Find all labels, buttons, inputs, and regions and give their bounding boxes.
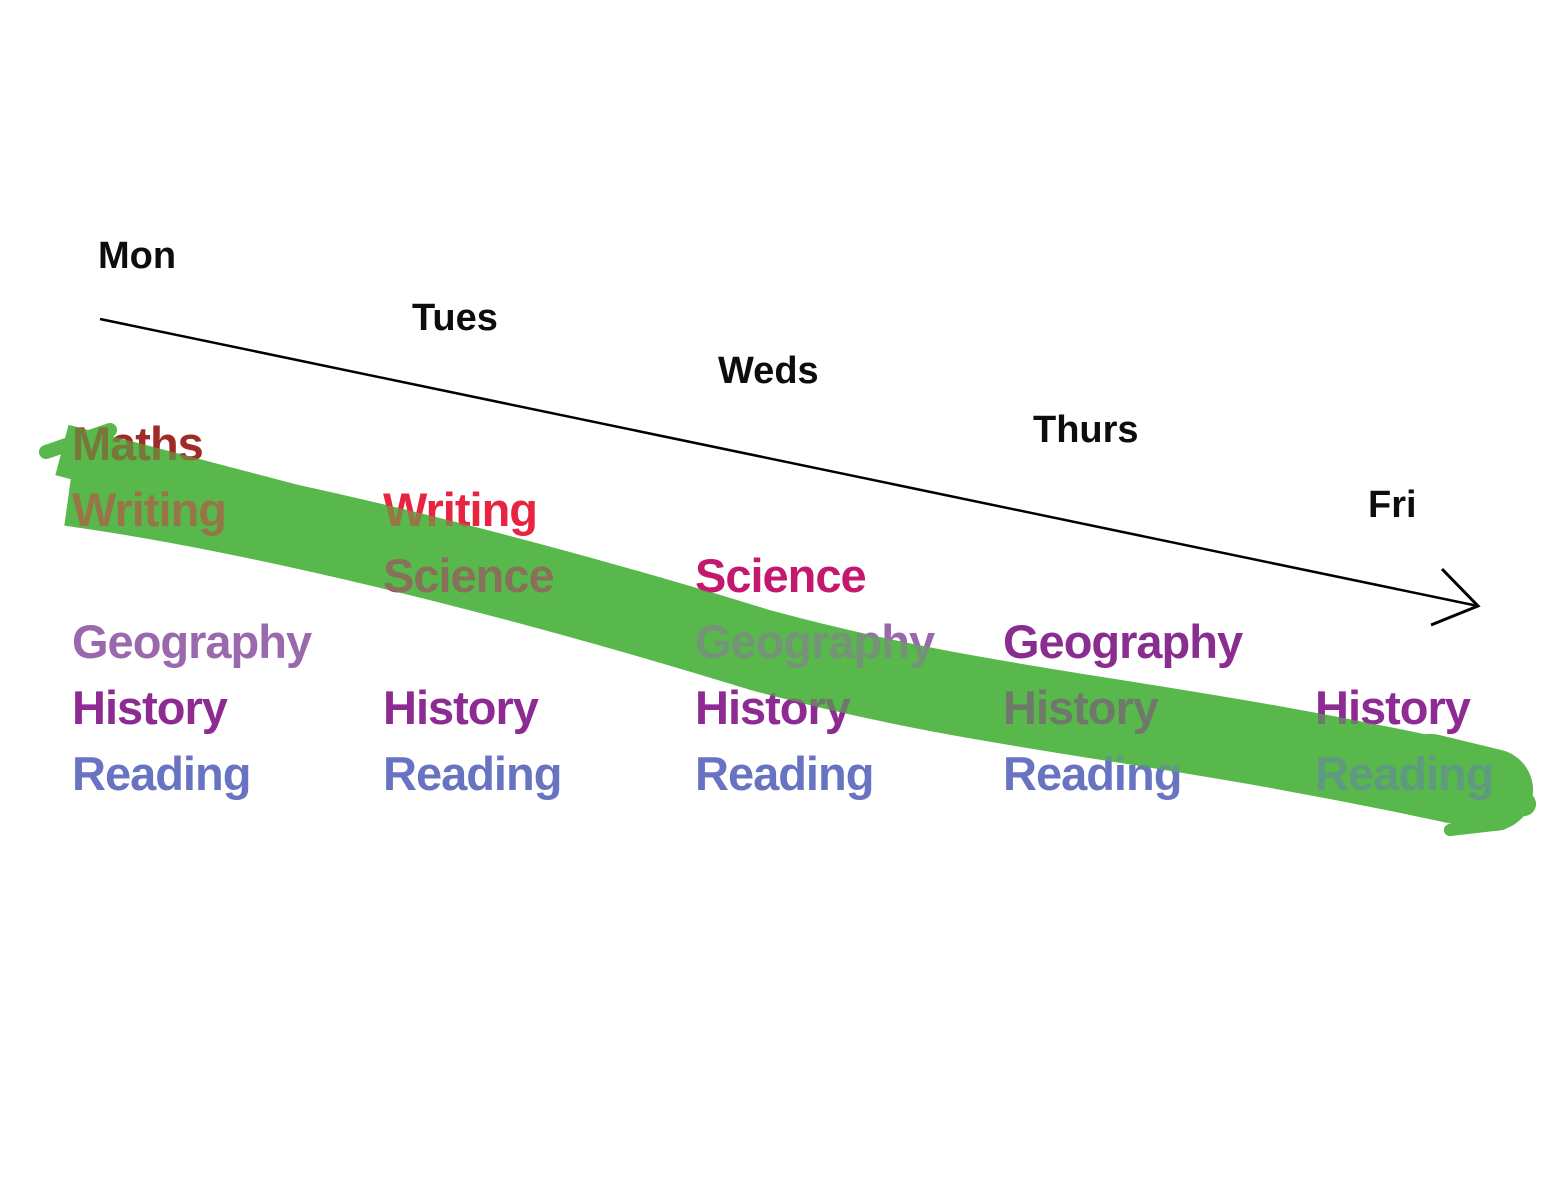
subject-geography-thurs: Geography bbox=[1003, 615, 1243, 668]
day-label-thurs: Thurs bbox=[1033, 409, 1139, 451]
subject-science-tues: Science bbox=[383, 549, 555, 602]
subject-geography-weds: Geography bbox=[695, 615, 935, 668]
subject-reading-weds: Reading bbox=[695, 747, 874, 800]
day-label-fri: Fri bbox=[1368, 484, 1417, 526]
subject-maths-mon: Maths bbox=[72, 417, 204, 470]
subject-history-fri: History bbox=[1315, 681, 1471, 734]
day-label-weds: Weds bbox=[718, 350, 819, 392]
subject-history-weds: History bbox=[695, 681, 851, 734]
subject-science-weds: Science bbox=[695, 549, 867, 602]
subject-writing-mon: Writing bbox=[72, 483, 227, 536]
subject-reading-thurs: Reading bbox=[1003, 747, 1182, 800]
day-label-tues: Tues bbox=[412, 297, 498, 339]
subject-reading-fri: Reading bbox=[1315, 747, 1494, 800]
subject-writing-tues: Writing bbox=[383, 483, 538, 536]
subject-history-thurs: History bbox=[1003, 681, 1159, 734]
subject-reading-tues: Reading bbox=[383, 747, 562, 800]
subject-history-mon: History bbox=[72, 681, 228, 734]
subject-history-tues: History bbox=[383, 681, 539, 734]
subject-reading-mon: Reading bbox=[72, 747, 251, 800]
subject-geography-mon: Geography bbox=[72, 615, 312, 668]
day-label-mon: Mon bbox=[98, 235, 177, 277]
